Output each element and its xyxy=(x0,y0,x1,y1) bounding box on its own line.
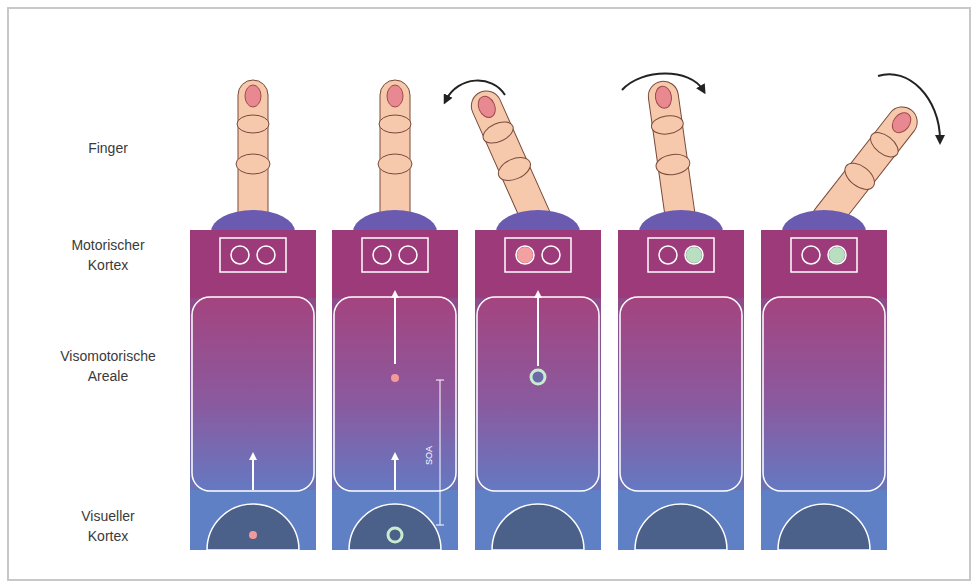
finger xyxy=(236,80,270,232)
brain-column xyxy=(761,210,887,550)
soa-bracket xyxy=(436,525,444,526)
motion-arrow xyxy=(622,74,703,91)
row-label: Visomotorische Areale xyxy=(52,346,164,386)
signal-arrow xyxy=(394,294,396,364)
signal-arrow xyxy=(537,294,539,366)
signal-arrow xyxy=(394,456,396,490)
activity-dot xyxy=(249,531,257,539)
motion-arrow xyxy=(878,74,940,140)
brain-column xyxy=(475,210,601,550)
motor-neuron-active xyxy=(829,247,845,263)
row-label: Finger xyxy=(52,138,164,158)
row-label: Visueller Kortex xyxy=(63,506,153,546)
motor-neuron-active xyxy=(686,247,702,263)
brain-column xyxy=(618,210,744,550)
activity-ring xyxy=(531,370,545,384)
soa-bracket xyxy=(436,380,444,381)
motion-arrow xyxy=(446,81,505,100)
activity-ring xyxy=(388,528,402,542)
row-label: Motorischer Kortex xyxy=(52,235,164,275)
activity-dot xyxy=(391,374,399,382)
finger xyxy=(378,80,412,232)
motor-neuron-active xyxy=(517,247,533,263)
frame xyxy=(8,8,970,580)
brain-column xyxy=(332,210,458,550)
signal-arrow xyxy=(252,456,254,490)
soa-bracket xyxy=(440,380,441,525)
brain-column xyxy=(190,210,316,550)
soa-label: SOA xyxy=(424,445,435,464)
